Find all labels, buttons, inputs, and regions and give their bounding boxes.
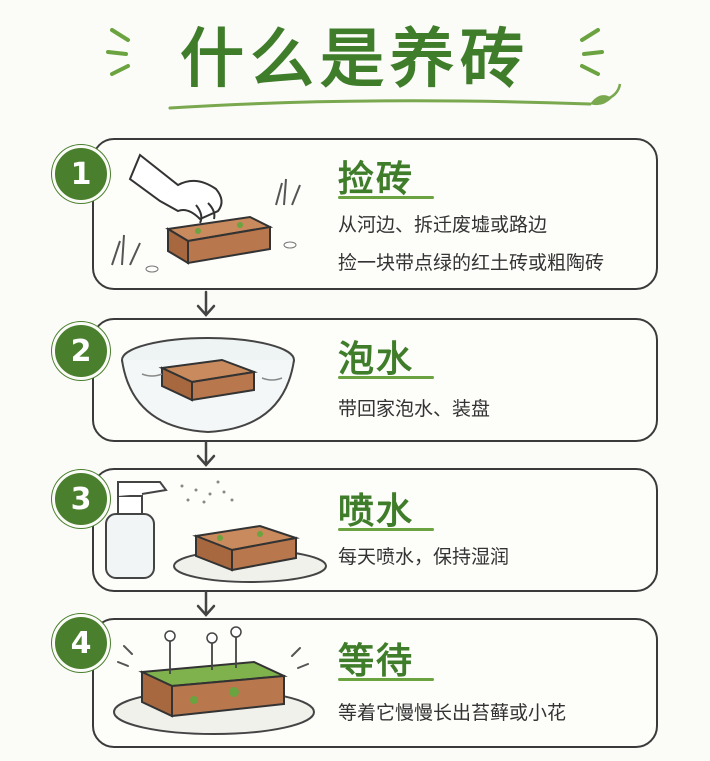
step-desc-3: 每天喷水，保持湿润 (338, 546, 510, 568)
down-arrow-icon (196, 590, 216, 617)
step-card-1 (92, 138, 658, 290)
hand-picking-brick-icon (111, 153, 301, 273)
step-badge-4: 4 (52, 614, 110, 672)
step-badge-2: 2 (52, 322, 110, 380)
step-underline-4 (338, 678, 434, 681)
title-decoration-icon (106, 28, 622, 110)
step-desc-4: 等着它慢慢长出苔藓或小花 (338, 702, 567, 724)
step-title-2: 泡水 (338, 339, 415, 380)
step-desc-1-line-1: 从河边、拆迁废墟或路边 (338, 214, 548, 236)
step-underline-1 (338, 196, 434, 199)
header: 什么是养砖 (0, 0, 710, 120)
step-title-3: 喷水 (338, 491, 415, 532)
brick-in-water-bowl-icon (121, 337, 295, 434)
step-badge-1: 1 (52, 145, 110, 203)
step-underline-3 (338, 528, 434, 531)
step-desc-1-line-2: 捡一块带点绿的红土砖或粗陶砖 (338, 252, 605, 274)
down-arrow-icon (196, 290, 216, 317)
page-title: 什么是养砖 (180, 23, 530, 97)
step-badge-3: 3 (52, 470, 110, 528)
spray-bottle-icon (105, 480, 327, 583)
mossy-brick-flowers-icon (113, 626, 315, 735)
down-arrow-icon (196, 440, 216, 467)
step-desc-2: 带回家泡水、装盘 (338, 398, 491, 420)
step-title-1: 捡砖 (338, 159, 415, 200)
step-title-4: 等待 (338, 641, 415, 682)
step-underline-2 (338, 376, 434, 379)
